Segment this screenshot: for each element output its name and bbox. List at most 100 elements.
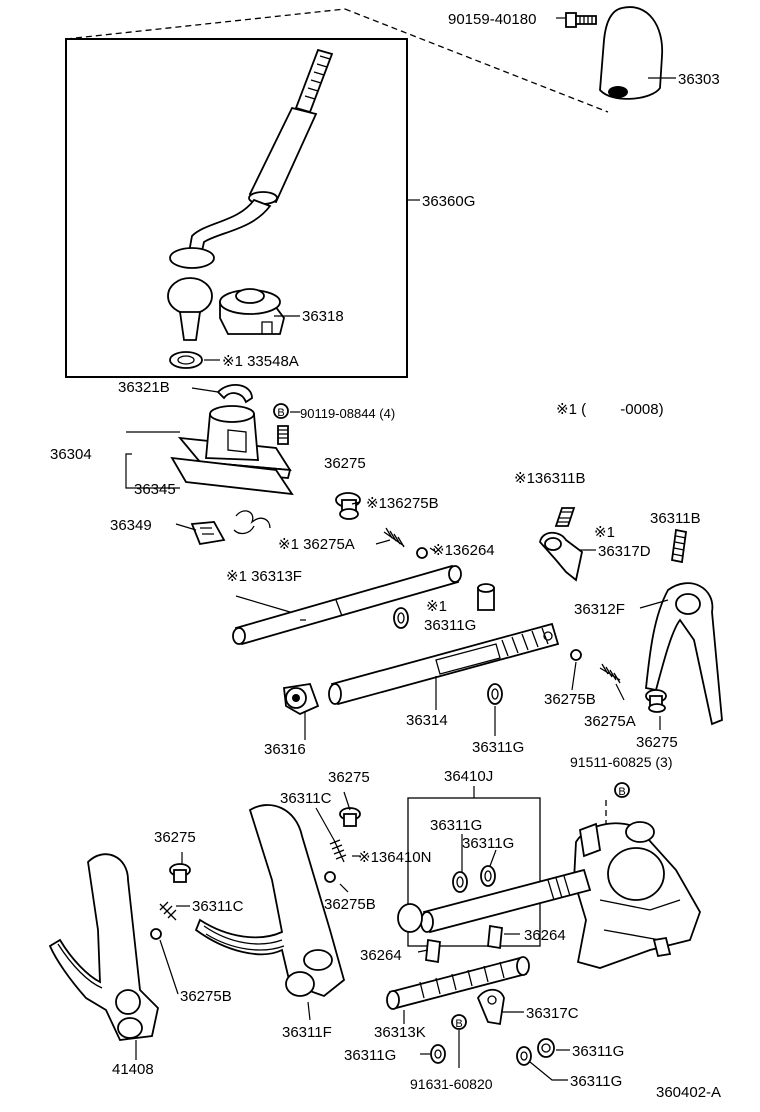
plug-36275-upper — [335, 492, 361, 520]
shift-control-housing — [573, 821, 701, 969]
selector-spring-plate — [190, 510, 271, 546]
shift-inner-lever-36317d — [539, 531, 584, 582]
b-mark-2 — [614, 782, 630, 798]
label-90119-08844: 90119-08844 (4) — [300, 406, 395, 421]
label-91511-60825: 91511-60825 (3) — [570, 754, 672, 770]
label-36275-left: 36275 — [154, 829, 196, 846]
label-36303: 36303 — [678, 71, 720, 88]
label-36275-upper: 36275 — [324, 455, 366, 472]
label-36275a-right: 36275A — [584, 713, 636, 730]
label-36264-left: 36264 — [360, 947, 402, 964]
label-36360g: 36360G — [422, 193, 475, 210]
label-36275-mid: 36275 — [328, 769, 370, 786]
label-36345: 36345 — [134, 481, 176, 498]
shift-fork-shaft-36313f — [232, 564, 462, 646]
snap-ring-36311g-bottom — [430, 1044, 446, 1064]
label-36311g-br-2: 36311G — [570, 1073, 622, 1090]
label-136275b: ※136275B — [366, 495, 439, 512]
ball-36275b-mid — [324, 871, 336, 883]
lever-boot — [219, 288, 285, 335]
label-36264-right: 36264 — [524, 927, 566, 944]
label-note-1: ※1 ( -0008) — [556, 401, 664, 418]
snap-ring-36311g-lower-b — [480, 865, 496, 887]
label-36312f: 36312F — [574, 601, 625, 618]
label-36311b: 36311B — [650, 510, 701, 527]
ball-36275b-upper — [416, 547, 428, 559]
label-note-36311g: ※1 — [426, 598, 447, 615]
label-36311g-br-1: 36311G — [572, 1043, 624, 1060]
shift-head-36316 — [283, 682, 320, 716]
plug-36275-mid — [339, 807, 361, 827]
label-36316: 36316 — [264, 741, 306, 758]
label-36275b-right: 36275B — [544, 691, 596, 708]
b-mark-3-text: B — [455, 1018, 462, 1030]
label-36311g-b: 36311G — [462, 835, 514, 852]
ball-36275b-left — [150, 928, 162, 940]
label-36275b-left: 36275B — [180, 988, 232, 1005]
label-36311c-mid: 36311C — [280, 790, 332, 807]
label-diagram-ref: 360402-A — [656, 1084, 721, 1101]
shift-lever-retainer — [170, 405, 294, 496]
spring-36311b — [670, 528, 688, 564]
snap-ring-36311g-lower-a — [452, 871, 468, 893]
shift-fork-shaft-36314 — [328, 622, 560, 706]
snap-ring-36311g-br-2 — [516, 1046, 532, 1066]
label-36410j: 36410J — [444, 768, 493, 785]
label-36311c-left: 36311C — [192, 898, 244, 915]
knob-dashed-guide — [344, 8, 609, 113]
label-36317c: 36317C — [526, 1005, 579, 1022]
pin-36264-lower-a — [425, 938, 441, 964]
label-36317d: 36317D — [598, 543, 651, 560]
label-36321b: 36321B — [118, 379, 170, 396]
label-36349: 36349 — [110, 517, 152, 534]
label-136410n: ※136410N — [358, 849, 431, 866]
label-36318: 36318 — [302, 308, 344, 325]
spring-36275a-upper — [383, 527, 405, 548]
shift-inner-lever-36317c — [476, 988, 505, 1026]
spring-36275a-right — [599, 663, 621, 684]
snap-ring-36311g-br-1 — [537, 1038, 555, 1058]
shift-fork-36312f — [645, 582, 723, 726]
label-136264: ※136264 — [432, 542, 495, 559]
knob-dashed-guide-top — [65, 8, 346, 40]
label-36275b-mid: 36275B — [324, 896, 376, 913]
label-36275-right: 36275 — [636, 734, 678, 751]
b-mark-3 — [451, 1014, 467, 1030]
label-note-36317d: ※1 — [594, 524, 615, 541]
retainer-bolt — [277, 425, 289, 445]
pin-36264-lower-b — [487, 924, 503, 950]
knob-screw — [565, 12, 597, 28]
shift-fork-shaft-36313k — [386, 956, 530, 1010]
label-36311g-bottom: 36311G — [344, 1047, 396, 1064]
spring-36311b-upper — [554, 507, 576, 527]
snap-ring-36311g-upper — [393, 607, 409, 629]
label-36313k: 36313K — [374, 1024, 426, 1041]
ball-lower — [397, 903, 423, 933]
label-36311g-upper: 36311G — [424, 617, 476, 634]
pin-36264-upper — [477, 583, 495, 611]
shift-fork-41408 — [48, 853, 159, 1041]
label-41408: 41408 — [112, 1061, 154, 1078]
label-90159-40180: 90159-40180 — [448, 11, 536, 28]
shift-knob — [599, 6, 663, 100]
label-36314: 36314 — [406, 712, 448, 729]
label-36311g-mid: 36311G — [472, 739, 524, 756]
snap-ring — [216, 384, 253, 404]
label-136311b: ※136311B — [514, 470, 586, 487]
plug-36275-right — [645, 689, 667, 713]
label-36304: 36304 — [50, 446, 92, 463]
label-33548a: ※1 33548A — [222, 353, 299, 370]
lever-seat — [169, 351, 203, 369]
label-91631-60820: 91631-60820 — [410, 1076, 493, 1092]
ball-36275b-right — [570, 649, 582, 661]
shift-lever — [167, 48, 334, 341]
label-36311g-a: 36311G — [430, 817, 482, 834]
snap-ring-36311g-mid — [487, 683, 503, 705]
label-136275a: ※1 36275A — [278, 536, 355, 553]
b-mark-1-text: B — [277, 407, 284, 419]
b-mark-1 — [273, 403, 289, 419]
spring-36311c-left — [159, 901, 177, 921]
spring-36311c-mid — [329, 839, 347, 863]
plug-36275-left — [169, 863, 191, 883]
